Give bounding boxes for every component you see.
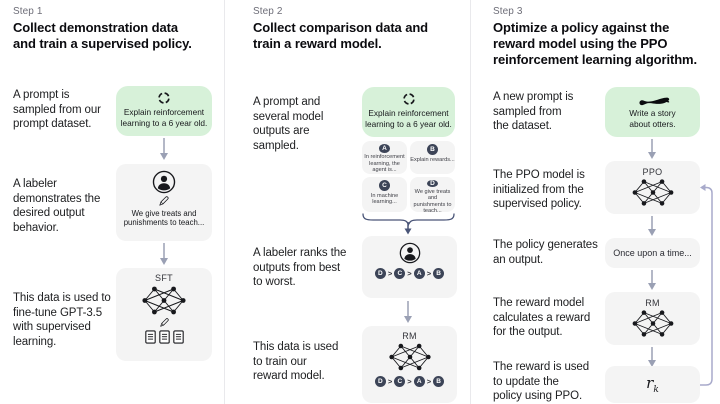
rank-badge: C (394, 376, 406, 387)
output-a-text: In reinforcement learning, the agent is.… (364, 154, 405, 174)
rank-badge: A (413, 268, 425, 279)
column-divider-2 (470, 0, 471, 404)
step1-prompt-text: Explain reinforcement learning to a 6 ye… (120, 107, 208, 128)
output-c-text: In machine learning... (370, 192, 399, 206)
output-d-text: We give treats and punishments to teach.… (413, 188, 452, 215)
step2-caption-train: This data is used to train our reward mo… (253, 341, 339, 382)
step3-caption-update: The reward is used to update the policy … (493, 361, 589, 402)
sft-label: SFT (155, 273, 173, 283)
rank-badge: D (374, 376, 386, 387)
step2-caption-sampled: A prompt and several model outputs are s… (253, 96, 324, 152)
output-a-box: A In reinforcement learning, the agent i… (362, 141, 407, 174)
reward-value: rk (646, 374, 659, 395)
step2-prompt-box: Explain reinforcement learning to a 6 ye… (362, 87, 455, 137)
step2-caption-ranks: A labeler ranks the outputs from best to… (253, 247, 347, 288)
documents-icon (145, 330, 184, 344)
rank-separator: > (407, 377, 412, 386)
rank-badge: D (374, 268, 386, 279)
pencil-icon (159, 317, 170, 328)
step3-prompt-box: Write a story about otters. (605, 87, 700, 137)
rank-separator: > (407, 269, 412, 278)
arrow-down-icon (160, 138, 168, 160)
step2-rm-box: RM D > C > A > B (362, 326, 457, 403)
step3-label: Step 3 (493, 6, 523, 17)
output-b-badge: B (427, 144, 438, 155)
rm-label: RM (645, 298, 660, 308)
rank-separator: > (387, 269, 393, 278)
step1-demonstration-text: We give treats and punishments to teach.… (123, 209, 205, 228)
rank-separator: > (387, 377, 393, 386)
arrow-down-icon (648, 139, 656, 159)
step3-output-text: Once upon a time... (613, 248, 692, 258)
person-icon (152, 170, 176, 194)
arrow-down-icon (160, 243, 168, 265)
column-divider-1 (224, 0, 225, 404)
output-b-text: Explain rewards... (410, 156, 455, 163)
step3-ppo-box: PPO (605, 161, 700, 214)
arrow-down-icon (648, 347, 656, 367)
step1-title: Collect demonstration data and train a s… (13, 20, 192, 51)
step3-title: Optimize a policy against the reward mod… (493, 20, 698, 67)
dashed-circle-icon (157, 91, 171, 105)
person-icon (399, 242, 421, 264)
step1-caption-finetune: This data is used to fine-tune GPT-3.5 w… (13, 292, 111, 348)
step2-title: Collect comparison data and train a rewa… (253, 20, 429, 51)
rank-badge: A (413, 376, 425, 387)
step1-caption-labeler: A labeler demonstrates the desired outpu… (13, 178, 101, 234)
step3-prompt-text: Write a story about otters. (629, 108, 676, 129)
arrow-down-icon (648, 216, 656, 236)
ppo-label: PPO (642, 167, 663, 177)
step3-reward-box: rk (605, 366, 700, 403)
step3-caption-generates: The policy generates an output. (493, 239, 598, 266)
pencil-icon (158, 195, 170, 207)
rank-badge: B (433, 268, 445, 279)
rm-label: RM (402, 331, 417, 341)
output-b-box: B Explain rewards... (410, 141, 455, 174)
step3-caption-init: The PPO model is initialized from the su… (493, 169, 585, 210)
arrow-down-icon (404, 222, 412, 235)
rank-separator: > (426, 269, 432, 278)
ranking-row: D > C > A > B (374, 268, 445, 279)
rank-separator: > (426, 377, 432, 386)
step1-prompt-box: Explain reinforcement learning to a 6 ye… (116, 86, 212, 136)
step2-label: Step 2 (253, 6, 283, 17)
step1-caption-prompt: A prompt is sampled from our prompt data… (13, 89, 101, 130)
step2-prompt-text: Explain reinforcement learning to a 6 ye… (365, 108, 452, 129)
step3-caption-reward: The reward model calculates a reward for… (493, 297, 591, 338)
neural-network-icon (388, 342, 432, 372)
output-a-badge: A (379, 144, 390, 153)
output-d-box: D We give treats and punishments to teac… (410, 177, 455, 215)
neural-network-icon (631, 178, 675, 207)
arrow-down-icon (404, 301, 412, 323)
step2-labeler-box: D > C > A > B (362, 236, 457, 298)
output-c-box: C In machine learning... (362, 177, 407, 212)
step3-output-box: Once upon a time... (605, 238, 700, 268)
dashed-circle-icon (402, 92, 416, 106)
output-c-badge: C (379, 180, 390, 191)
ranking-row: D > C > A > B (374, 376, 445, 387)
step1-label: Step 1 (13, 6, 43, 17)
neural-network-icon (141, 285, 187, 316)
feedback-loop-arrow (700, 184, 713, 386)
step1-sft-box: SFT (116, 268, 212, 361)
step3-rm-box: RM (605, 292, 700, 345)
step3-caption-new-prompt: A new prompt is sampled from the dataset… (493, 91, 574, 132)
step1-labeler-box: We give treats and punishments to teach.… (116, 164, 212, 241)
rank-badge: C (394, 268, 406, 279)
arrow-down-icon (648, 270, 656, 290)
neural-network-icon (631, 309, 675, 338)
rank-badge: B (433, 376, 445, 387)
output-d-badge: D (427, 180, 438, 187)
otter-icon (634, 92, 672, 107)
